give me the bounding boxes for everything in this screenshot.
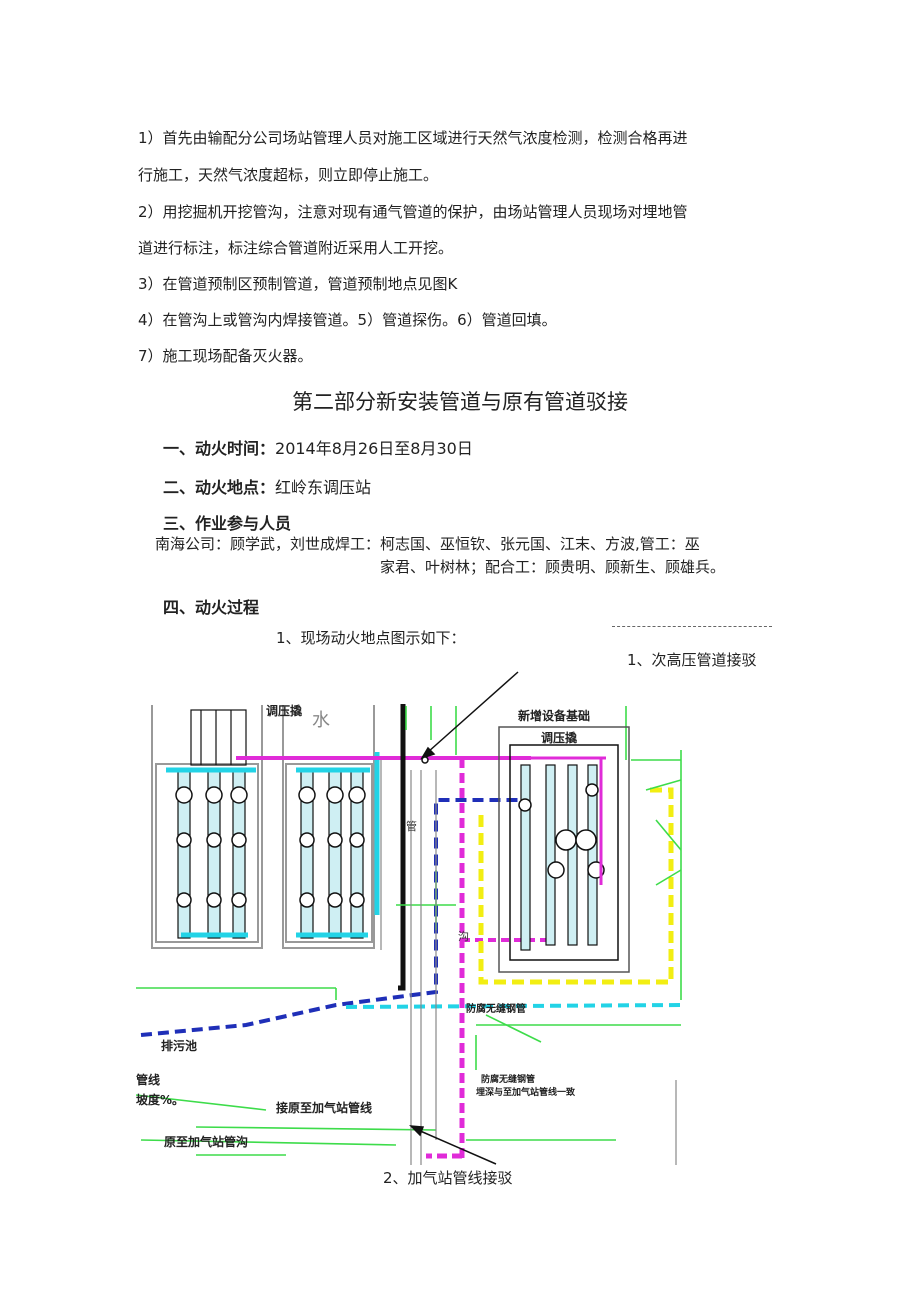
step-3: 3）在管道预制区预制管道，管道预制地点见图K <box>138 275 458 293</box>
new-foundation-outline <box>498 726 630 973</box>
step-7: 7）施工现场配备灭火器。 <box>138 347 313 365</box>
cyan-dashed-line <box>345 1003 682 1009</box>
section-title: 第二部分新安装管道与原有管道驳接 <box>292 390 628 414</box>
anti-rust-label-2: 防腐无缝钢管 <box>481 1073 535 1085</box>
step-2a: 2）用挖掘机开挖管沟，注意对现有通气管道的保护，由场站管理人员现场对埋地管 <box>138 203 688 221</box>
people-heading: 三、作业参与人员 <box>163 514 292 533</box>
green-site-lines <box>136 706 682 1156</box>
new-foundation-label: 新增设备基础 <box>518 708 590 723</box>
fire-place-value: 红岭东调压站 <box>275 478 372 497</box>
water-label: 水 <box>312 710 330 731</box>
callout-bottom-arrow <box>409 1125 497 1165</box>
regulator-station-box <box>509 744 619 961</box>
drain-pool-label: 排污池 <box>161 1038 197 1053</box>
old-gas-trench-label: 原至加气站管沟 <box>164 1134 248 1149</box>
grey-site-lines <box>380 760 677 1165</box>
people-line-2: 家君、叶树林；配合工：顾贵明、顾新生、顾雄兵。 <box>380 558 726 576</box>
callout-bottom-label: 2、加气站管线接驳 <box>383 1169 513 1187</box>
anti-rust-label: 防腐无缝钢管 <box>466 1002 526 1015</box>
left-equipment-rings <box>175 786 366 908</box>
step-1b: 行施工，天然气浓度超标，则立即停止施工。 <box>138 166 439 184</box>
step-2b: 道进行标注，标注综合管道附近采用人工开挖。 <box>138 239 454 257</box>
left-equipment-top <box>190 709 247 766</box>
blue-dashed-line <box>140 798 526 1037</box>
cyan-headers <box>166 752 380 938</box>
fire-place: 二、动火地点：红岭东调压站 <box>163 474 371 498</box>
callout-top-arrow <box>420 671 519 764</box>
pipe-mark-label: 管 <box>406 819 417 833</box>
process-heading: 四、动火过程 <box>163 598 260 617</box>
black-wall <box>398 704 406 991</box>
station-equipment <box>520 764 598 951</box>
same-depth-label: 埋深与至加气站管线一致 <box>476 1086 576 1098</box>
regulator-station-label: 调压撬 <box>541 730 577 745</box>
step-1a: 1）首先由输配分公司场站管理人员对施工区域进行天然气浓度检测，检测合格再进 <box>138 129 688 147</box>
left-regulator-room <box>151 705 375 949</box>
trench-label: 沟 <box>458 930 469 943</box>
pipe-line-label: 管线 <box>136 1072 160 1087</box>
figure-caption: 1、现场动火地点图示如下： <box>276 629 466 647</box>
fire-time: 一、动火时间：2014年8月26日至8月30日 <box>163 435 473 459</box>
fire-time-label: 一、动火时间： <box>163 439 276 458</box>
regulator-room-label: 调压撬 <box>266 703 302 718</box>
yellow-dashed-loop <box>478 787 674 985</box>
callout-top-label: 1、次高压管道接驳 <box>627 651 757 669</box>
step-4-6: 4）在管沟上或管沟内焊接管道。5）管道探伤。6）管道回填。 <box>138 311 557 329</box>
fire-place-label: 二、动火地点： <box>163 478 276 497</box>
people-line-1: 南海公司：顾学武，刘世成焊工：柯志国、巫恒钦、张元国、江末、方波,管工：巫 <box>155 535 700 553</box>
slope-label: 坡度%。 <box>136 1092 184 1107</box>
site-plan-diagram: 调压撬 水 <box>136 670 684 1166</box>
fire-time-value: 2014年8月26日至8月30日 <box>275 439 473 458</box>
dashed-rule <box>612 626 772 627</box>
connect-gas-label: 接原至加气站管线 <box>276 1100 372 1115</box>
